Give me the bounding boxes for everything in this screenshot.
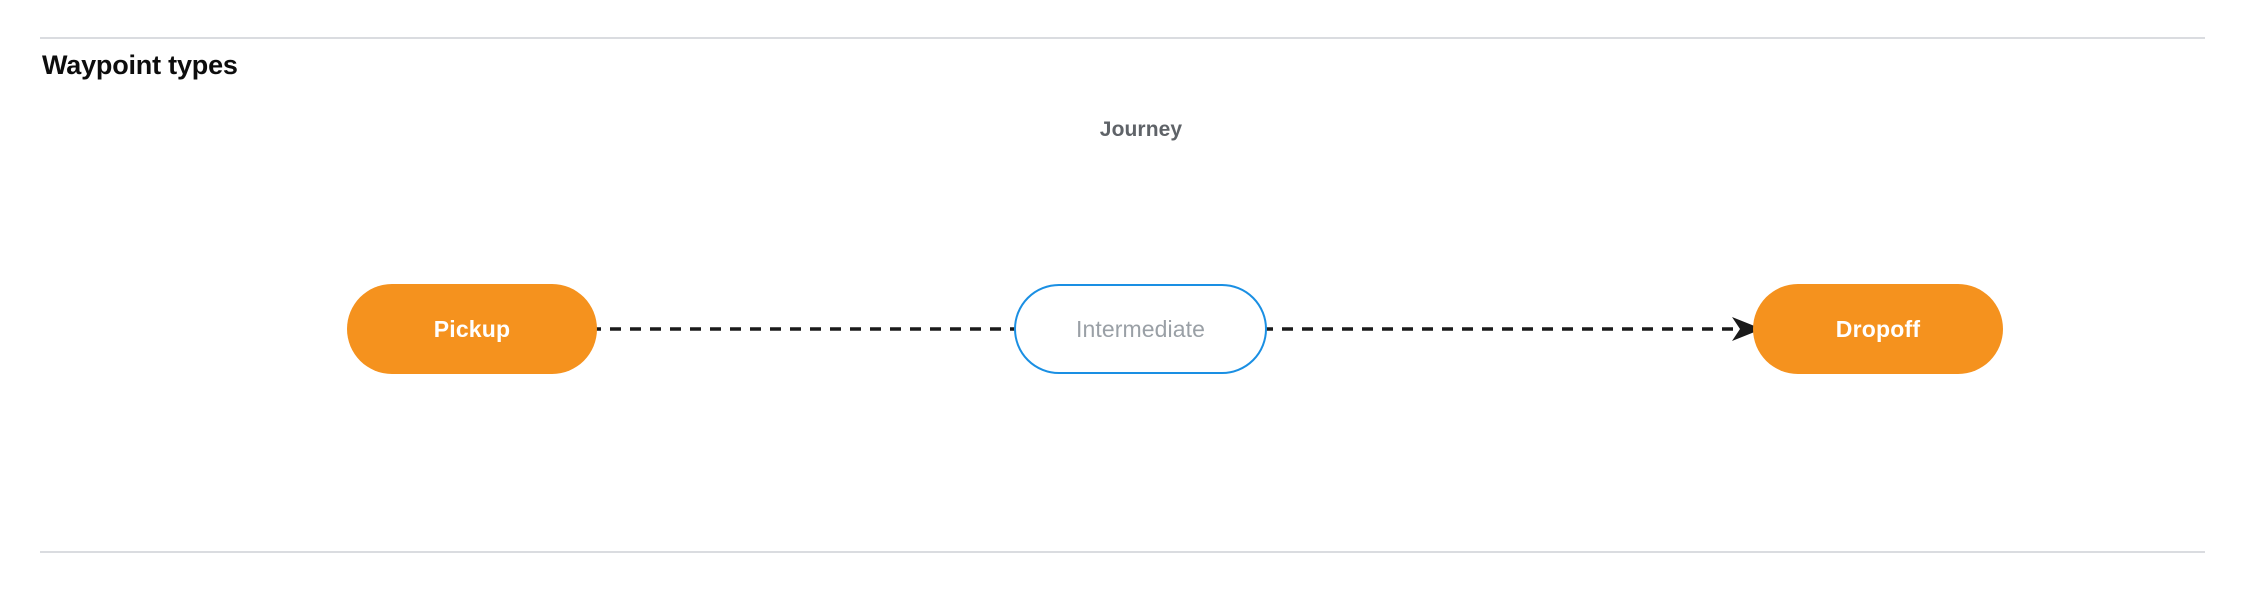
waypoint-node-label: Pickup: [433, 315, 511, 342]
waypoint-node-pickup[interactable]: Pickup: [347, 284, 597, 374]
journey-group-label: Journey: [1099, 118, 1183, 141]
connector-pickup-to-intermediate: [590, 327, 1018, 331]
waypoint-node-dropoff[interactable]: Dropoff: [1753, 284, 2003, 374]
waypoint-node-label: Dropoff: [1835, 315, 1921, 342]
waypoint-node-intermediate[interactable]: Intermediate: [1014, 284, 1267, 374]
waypoint-node-label: Intermediate: [1075, 315, 1206, 342]
connector-intermediate-to-dropoff: [1262, 317, 1762, 341]
page-title: Waypoint types: [42, 50, 238, 80]
arrowhead-icon: [1732, 317, 1762, 341]
card-top-divider: [40, 37, 2205, 39]
card-bottom-divider: [40, 551, 2205, 553]
